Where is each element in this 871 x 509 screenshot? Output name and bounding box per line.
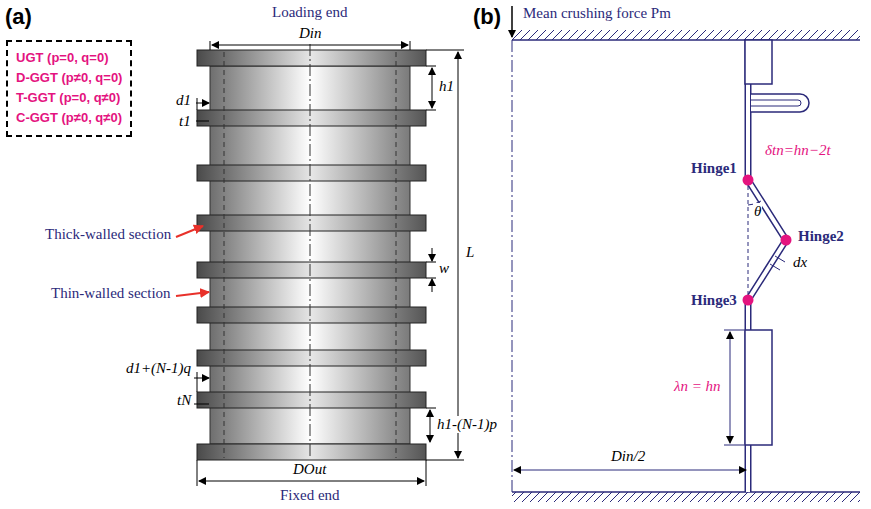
dimension-label: h1 — [438, 78, 455, 95]
type-label: UGT (p=0, q=0) — [16, 48, 122, 68]
dimension-label: w — [438, 260, 450, 277]
hinge-label: Hinge2 — [797, 228, 845, 245]
crushing-model — [512, 6, 860, 502]
dimension-label: Thin-walled section — [50, 285, 172, 302]
type-label: D-GGT (p≠0, q=0) — [16, 68, 122, 88]
dimension-label: θ — [753, 203, 762, 220]
dimension-label: dx — [792, 254, 808, 271]
dimension-label: Din — [298, 25, 323, 42]
hinge-label: Hinge1 — [690, 160, 738, 177]
dimension-label: tN — [176, 392, 192, 409]
dimension-lines — [194, 41, 464, 486]
dimension-label: d1 — [175, 92, 192, 109]
dimension-label: Mean crushing force Pm — [522, 5, 672, 22]
legend-box: UGT (p=0, q=0)D-GGT (p≠0, q=0)T-GGT (p=0… — [6, 40, 132, 137]
tube-figure — [197, 44, 426, 460]
dimension-label: Thick-walled section — [44, 226, 172, 243]
panel-label: (b) — [472, 4, 502, 29]
dimension-label: λn = hn — [673, 378, 722, 395]
pointer-arrows — [176, 226, 209, 296]
type-label: C-GGT (p≠0, q≠0) — [16, 108, 122, 128]
type-label: T-GGT (p=0, q≠0) — [16, 88, 122, 108]
dimension-label: Fixed end — [279, 487, 341, 504]
dimension-label: t1 — [178, 113, 192, 130]
dimension-label: Din/2 — [610, 448, 646, 465]
dimension-label: δtn=hn−2t — [764, 142, 832, 159]
panel-label: (a) — [4, 4, 33, 29]
dimension-label: DOut — [292, 461, 327, 478]
hinge-label: Hinge3 — [690, 292, 738, 309]
dimension-label: Loading end — [271, 4, 348, 21]
dimension-label: h1-(N-1)p — [436, 416, 498, 433]
dimension-label: d1+(N-1)q — [125, 360, 192, 377]
dimension-label: L — [465, 244, 475, 261]
